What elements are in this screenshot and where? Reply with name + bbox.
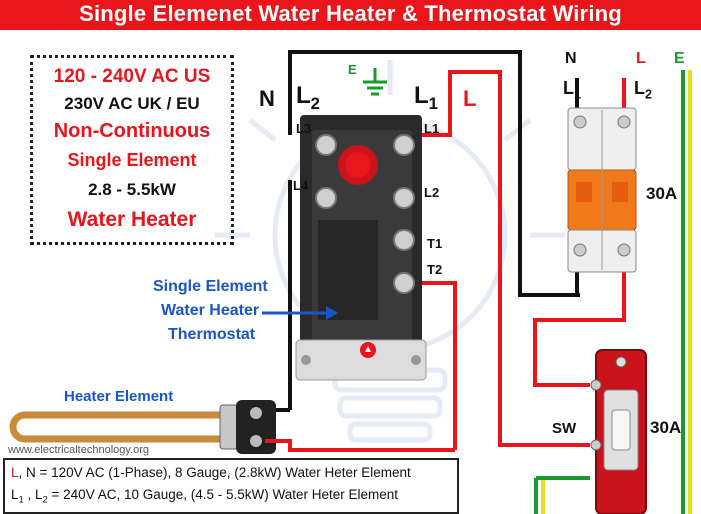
wire-breaker-to-switch [533,78,626,387]
label-l2-top: L2 [296,82,321,113]
earth-ground-icon [363,68,387,96]
label-l1-top: L1 [414,82,439,113]
annotation-thermostat-3: Thermostat [168,326,256,343]
legend-box: L, N = 120V AC (1-Phase), 8 Gauge, (2.8k… [3,458,459,514]
terminal-l1: L1 [424,121,440,136]
terminal-t1: T1 [427,236,443,251]
breaker-rating: 30A [646,184,678,203]
label-n: N [259,86,275,111]
annotation-heater-element: Heater Element [64,388,174,405]
spec-non-continuous: Non-Continuous [53,120,211,142]
thermostat-body [295,115,427,381]
website-credit: www.electricaltechnology.org [8,444,150,456]
double-pole-breaker [567,107,637,273]
wall-switch [590,349,647,514]
spec-voltage-uk: 230V AC UK / EU [64,94,200,113]
breaker-label-l2: L2 [634,78,653,102]
pointer-arrow-icon [262,306,338,320]
label-l-red: L [463,86,477,111]
label-e-top: E [348,62,357,77]
wire-line1-red [420,70,590,447]
page-title: Single Elemenet Water Heater & Thermosta… [79,1,622,26]
terminal-l2: L2 [424,185,440,200]
annotation-thermostat-1: Single Element [153,278,268,295]
wire-thermostat-to-element [265,439,455,452]
spec-power: 2.8 - 5.5kW [88,180,176,199]
breaker-label-l1: L1 [563,78,582,102]
spec-voltage-us: 120 - 240V AC US [53,66,211,87]
breaker-label-e: E [674,50,685,67]
legend-row-2: L1 , L2 = 240V AC, 10 Gauge, (4.5 - 5.5k… [11,487,399,506]
terminal-t2: T2 [427,262,443,277]
terminal-l3: L3 [296,121,312,136]
title-banner: Single Elemenet Water Heater & Thermosta… [0,0,701,30]
spec-box: 120 - 240V AC US 230V AC UK / EU Non-Con… [30,55,234,245]
spec-water-heater: Water Heater [67,208,197,231]
switch-label: SW [552,420,577,437]
breaker-label-l: L [636,50,646,67]
terminal-l4: L4 [293,178,309,193]
heater-element [9,400,276,454]
annotation-thermostat-2: Water Heater [161,302,260,319]
legend-row-1: L, N = 120V AC (1-Phase), 8 Gauge, (2.8k… [11,465,411,480]
spec-single-element: Single Element [67,150,197,170]
wire-t2-red [415,281,457,450]
wire-earth [534,70,692,514]
breaker-label-n: N [565,50,577,67]
switch-rating: 30A [650,418,682,437]
